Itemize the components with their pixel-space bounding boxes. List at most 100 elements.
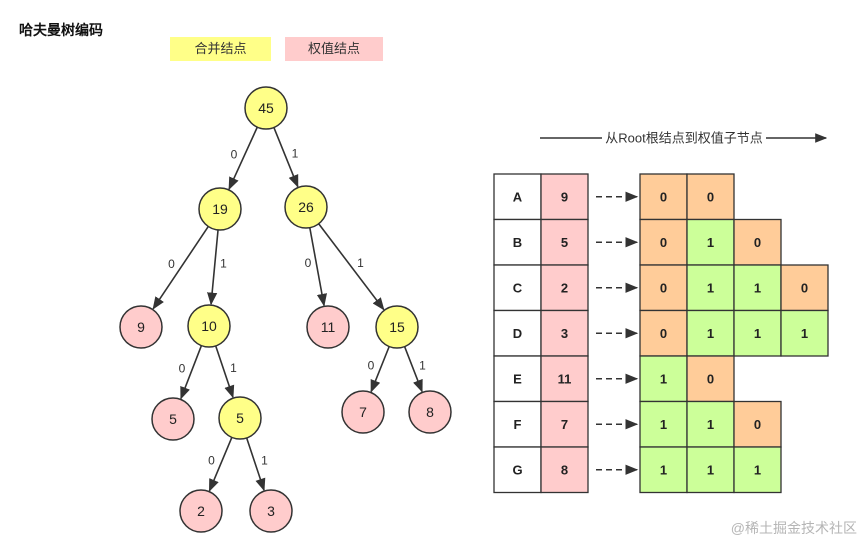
weight-cell (540, 173, 589, 221)
bit-label: 1 (801, 326, 808, 341)
merge-node: 15 (375, 305, 419, 349)
node-circle (179, 489, 223, 533)
letter-label: B (513, 235, 522, 250)
bit-label: 0 (801, 280, 808, 295)
tree-edge (228, 126, 259, 191)
tree-edge (208, 437, 233, 492)
node-circle (119, 305, 163, 349)
node-label: 10 (201, 318, 217, 334)
bit-label: 1 (660, 417, 667, 432)
tree-edge (180, 345, 203, 400)
bit-label: 1 (707, 280, 714, 295)
weight-cell (540, 446, 589, 494)
edge-bit-label: 0 (231, 148, 238, 162)
edge-bit-label: 1 (220, 257, 227, 271)
letter-label: F (514, 417, 522, 432)
node-circle (306, 305, 350, 349)
node-label: 15 (389, 319, 405, 335)
edge-bit-label: 1 (292, 147, 299, 161)
bit-cell (639, 173, 688, 221)
bit-label: 1 (660, 462, 667, 477)
tree-edge (207, 229, 219, 306)
merge-node: 45 (244, 86, 288, 130)
node-circle (218, 396, 262, 440)
bit-label: 1 (707, 326, 714, 341)
legend-weight-node: 权值结点 (285, 37, 383, 61)
letter-label: E (513, 371, 522, 386)
bit-label: 1 (754, 280, 761, 295)
bit-cell (780, 264, 829, 312)
bit-cell (733, 400, 782, 448)
letter-cell (493, 173, 542, 221)
merge-node: 10 (187, 304, 231, 348)
bit-label: 1 (754, 462, 761, 477)
node-label: 2 (197, 503, 205, 519)
tree-edge (245, 437, 266, 492)
bit-cell (733, 264, 782, 312)
bit-cell (780, 309, 829, 357)
bit-label: 0 (660, 326, 667, 341)
bit-cell (686, 309, 735, 357)
bit-label: 0 (707, 189, 714, 204)
weight-node: 9 (119, 305, 163, 349)
path-caption-arrow: 从Root根结点到权值子节点 (540, 131, 828, 146)
letter-cell (493, 218, 542, 266)
tree-edge (370, 346, 390, 393)
weight-label: 5 (561, 235, 568, 250)
node-circle (375, 305, 419, 349)
node-circle (284, 185, 328, 229)
bit-label: 0 (707, 371, 714, 386)
edge-bit-label: 1 (419, 359, 426, 373)
node-label: 5 (236, 410, 244, 426)
merge-node: 19 (198, 187, 242, 231)
edge-bit-label: 0 (368, 359, 375, 373)
merge-node: 5 (218, 396, 262, 440)
edge-bit-label: 0 (305, 256, 312, 270)
weight-cell (540, 355, 589, 403)
node-circle (187, 304, 231, 348)
edge-bit-label: 0 (179, 362, 186, 376)
bit-cell (639, 400, 688, 448)
weight-label: 3 (561, 326, 568, 341)
bit-label: 0 (660, 280, 667, 295)
bit-cell (639, 218, 688, 266)
weight-label: 2 (561, 280, 568, 295)
node-circle (341, 390, 385, 434)
watermark: @稀土掘金技术社区 (730, 520, 857, 536)
bit-label: 0 (754, 417, 761, 432)
bit-label: 0 (754, 235, 761, 250)
node-label: 19 (212, 201, 228, 217)
weight-label: 11 (558, 371, 572, 386)
node-label: 5 (169, 411, 177, 427)
merge-node: 26 (284, 185, 328, 229)
letter-label: A (513, 189, 523, 204)
tree-edge (152, 226, 209, 310)
bit-cell (686, 264, 735, 312)
bit-cell (639, 264, 688, 312)
node-circle (198, 187, 242, 231)
weight-node: 2 (179, 489, 223, 533)
letter-label: G (512, 462, 522, 477)
edge-bit-label: 1 (230, 361, 237, 375)
weight-cell (540, 218, 589, 266)
path-caption: 从Root根结点到权值子节点 (605, 131, 762, 146)
edge-bit-label: 1 (261, 454, 268, 468)
bit-label: 0 (660, 189, 667, 204)
bit-cell (686, 355, 735, 403)
tree-edge (273, 127, 299, 188)
weight-cell (540, 400, 589, 448)
weight-label: 7 (561, 417, 568, 432)
edge-bit-label: 0 (168, 257, 175, 271)
node-circle (249, 489, 293, 533)
bit-label: 1 (660, 371, 667, 386)
tree-edge (403, 346, 423, 393)
